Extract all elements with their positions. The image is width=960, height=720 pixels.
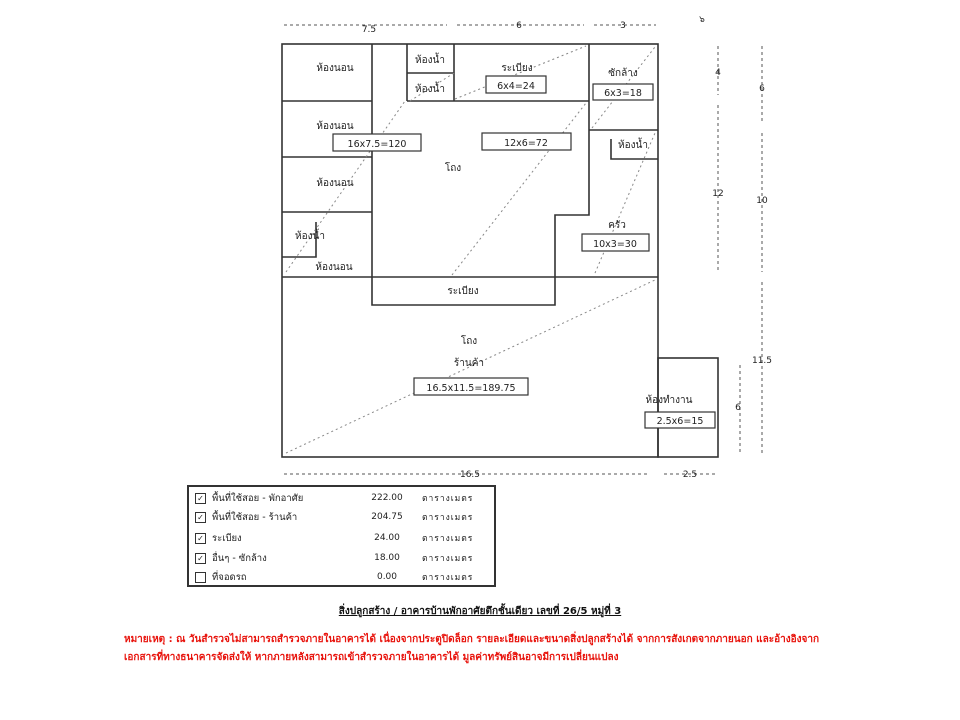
room-veranda-bottom: ระเบียง	[447, 285, 478, 297]
area-hall: 12x6=72	[504, 138, 548, 149]
area-kitchen: 10x3=30	[593, 239, 637, 250]
floor-plan: ห้องนอน ห้องนอน ห้องนอน ห้องน้ำ ห้องนอน …	[281, 15, 772, 480]
room-laundry: ซักล้าง	[608, 67, 638, 79]
checkbox-checked-icon[interactable]: ✓	[195, 532, 206, 544]
legend-unit: ตารางเมตร	[422, 494, 474, 504]
legend-row: ✓ พื้นที่ใช้สอย - พักอาศัย 222.00 ตารางเ…	[195, 490, 473, 506]
legend-label: ที่จอดรถ	[212, 571, 247, 583]
legend-label: ระเบียง	[212, 532, 242, 544]
room-bathroom-top-2: ห้องน้ำ	[415, 81, 445, 95]
legend-value: 222.00	[371, 493, 403, 503]
room-bathroom-right: ห้องน้ำ	[618, 137, 648, 151]
area-main: 16x7.5=120	[348, 139, 407, 150]
legend-unit: ตารางเมตร	[422, 554, 474, 564]
legend-label: อื่นๆ - ซักล้าง	[212, 552, 267, 564]
room-veranda-top: ระเบียง	[501, 62, 532, 74]
dim-top-c: 3	[620, 21, 626, 31]
dim-right-d: 10	[756, 196, 768, 206]
dim-right-a: 4	[715, 68, 721, 78]
area-office: 2.5x6=15	[657, 416, 704, 427]
dimension-lines	[284, 24, 763, 475]
room-bedroom-4: ห้องนอน	[315, 261, 352, 273]
dim-corner-mark: ๖	[699, 15, 705, 25]
checkbox-checked-icon[interactable]: ✓	[195, 552, 206, 564]
legend-label: พื้นที่ใช้สอย - ร้านค้า	[212, 511, 298, 523]
dim-top-a: 7.5	[362, 25, 376, 35]
legend-value: 18.00	[374, 553, 400, 563]
legend-unit: ตารางเมตร	[422, 573, 474, 583]
legend-row: ✓ อื่นๆ - ซักล้าง 18.00 ตารางเมตร	[195, 550, 473, 566]
room-office: ห้องทำงาน	[645, 394, 692, 406]
room-bathroom-left: ห้องน้ำ	[295, 228, 325, 242]
room-kitchen: ครัว	[608, 220, 626, 231]
room-hall-shop: โถง	[461, 334, 477, 347]
area-laundry: 6x3=18	[604, 88, 642, 99]
area-veranda: 6x4=24	[497, 81, 535, 92]
room-bathroom-top-1: ห้องน้ำ	[415, 52, 445, 66]
checkbox-unchecked-icon[interactable]	[195, 571, 206, 583]
legend-value: 0.00	[376, 572, 398, 582]
legend-label: พื้นที่ใช้สอย - พักอาศัย	[212, 492, 304, 504]
checkbox-checked-icon[interactable]: ✓	[195, 511, 206, 523]
dim-bottom-a: 16.5	[460, 470, 480, 480]
area-shop: 16.5x11.5=189.75	[426, 383, 515, 394]
legend-value: 204.75	[371, 512, 403, 522]
walls	[281, 43, 719, 458]
dim-bottom-b: 2.5	[683, 470, 697, 480]
legend-row: ✓ ระเบียง 24.00 ตารางเมตร	[195, 530, 473, 546]
area-boxes	[332, 75, 716, 429]
legend-row: ที่จอดรถ 0.00 ตารางเมตร	[195, 569, 473, 585]
remark-note: หมายเหตุ : ณ วันสำรวจไม่สามารถสำรวจภายใน…	[124, 634, 819, 663]
dim-top-b: 6	[516, 21, 522, 31]
legend-row: ✓ พื้นที่ใช้สอย - ร้านค้า 204.75 ตารางเม…	[195, 509, 473, 525]
room-hall: โถง	[445, 161, 461, 174]
checkbox-checked-icon[interactable]: ✓	[195, 492, 206, 504]
dim-right-b: 12	[712, 189, 723, 199]
plan-title: สิ่งปลูกสร้าง / อาคารบ้านพักอาศัยตึกชั้น…	[338, 606, 622, 617]
dim-right-f: 6	[735, 403, 741, 413]
room-bedroom-3: ห้องนอน	[316, 177, 353, 189]
room-shop: ร้านค้า	[454, 357, 484, 369]
legend-value: 24.00	[374, 533, 400, 543]
dim-right-e: 11.5	[752, 356, 772, 366]
legend-unit: ตารางเมตร	[422, 513, 474, 523]
area-legend: ✓ พื้นที่ใช้สอย - พักอาศัย 222.00 ตารางเ…	[187, 485, 496, 587]
room-bedroom-1: ห้องนอน	[316, 62, 353, 74]
room-bedroom-2: ห้องนอน	[316, 120, 353, 132]
dim-right-c: 6	[759, 84, 765, 94]
legend-unit: ตารางเมตร	[422, 534, 474, 544]
